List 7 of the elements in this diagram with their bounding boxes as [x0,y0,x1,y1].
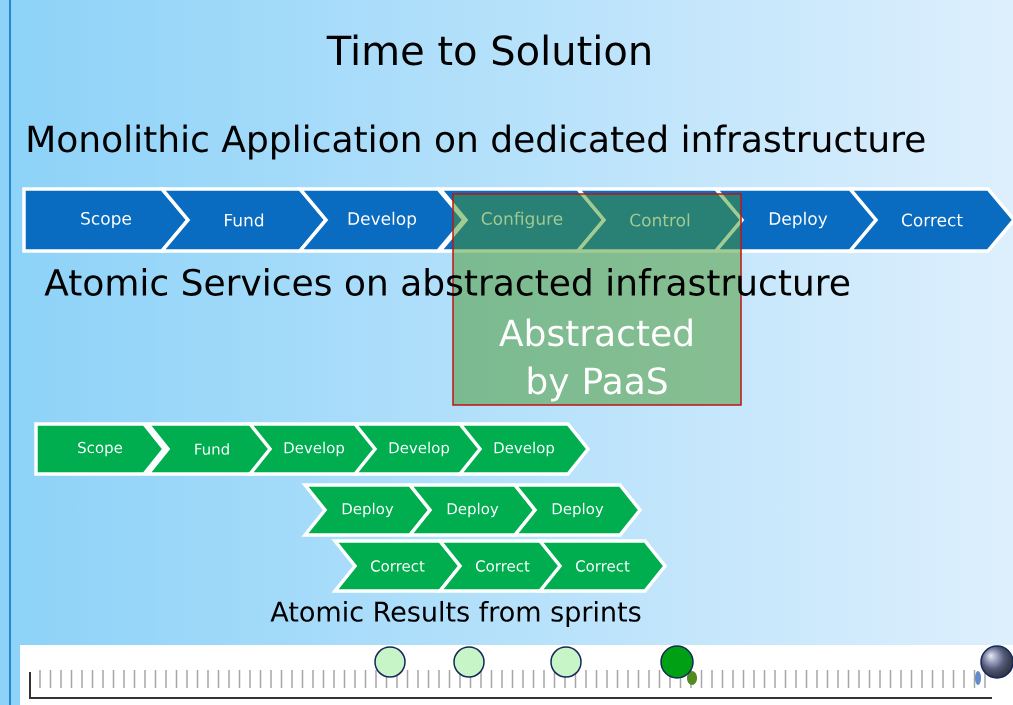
process-step: Scope [34,422,167,476]
process-step: Scope [22,187,191,253]
node-label: Correct [901,213,963,227]
heading: Monolithic Application on dedicated infrastructure [28,124,925,160]
process-step: Correct [846,187,1013,253]
title: Time to Solution [326,34,650,66]
heading: Atomic Results from sprints [270,600,641,628]
